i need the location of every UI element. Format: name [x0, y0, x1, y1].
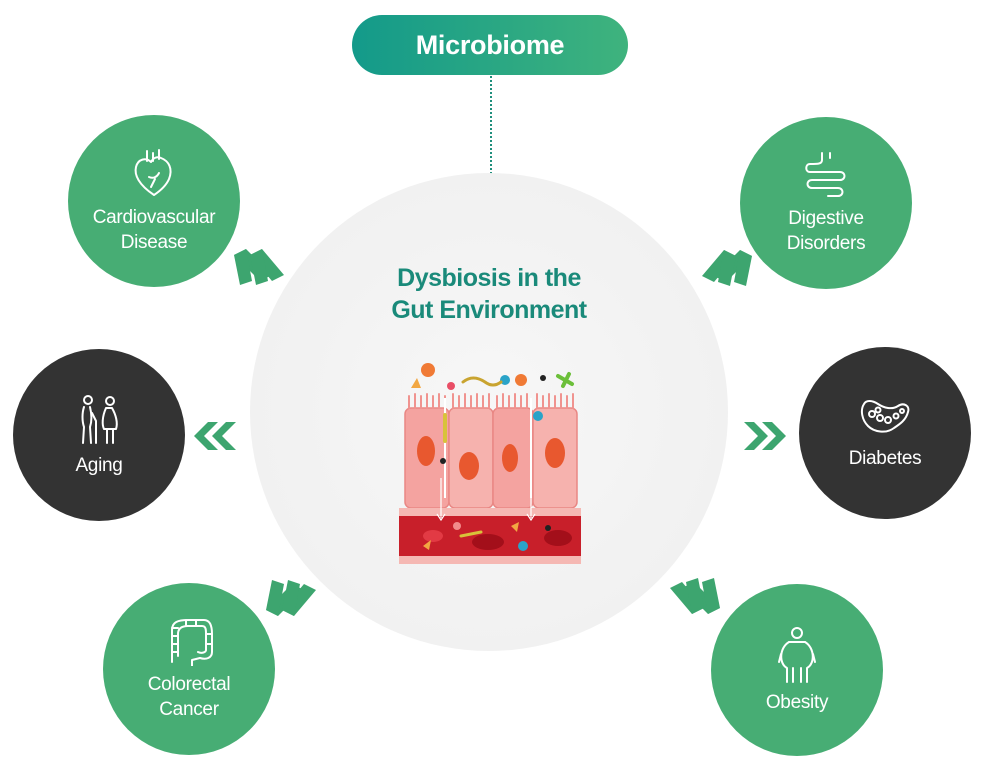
node-cardiovascular-disease: Cardiovascular Disease — [68, 115, 240, 287]
chevron-right-down-icon — [670, 578, 720, 614]
heart-icon — [134, 149, 172, 196]
center-title: Dysbiosis in the Gut Environment — [250, 262, 728, 326]
microbiome-title: Microbiome — [415, 29, 565, 60]
connector-line — [490, 76, 492, 174]
blood-vessel — [399, 478, 581, 564]
pancreas-icon — [860, 399, 910, 433]
microbiome-header: Microbiome — [352, 15, 628, 75]
epithelial-cells — [404, 393, 578, 518]
chevron-left-icon — [194, 422, 236, 450]
obese-person-icon — [778, 626, 816, 683]
center-title-line1: Dysbiosis in the — [397, 264, 581, 292]
center-title-line2: Gut Environment — [391, 296, 587, 324]
diabetes-label: Diabetes — [848, 447, 922, 469]
intestine-icon — [805, 152, 846, 197]
colorectal-label-line1: Colorectal — [147, 674, 231, 695]
digestive-label-line1: Digestive — [788, 208, 864, 229]
chevron-right-icon — [744, 422, 786, 450]
node-diabetes: Diabetes — [799, 347, 971, 519]
digestive-label-line2: Disorders — [786, 233, 866, 254]
node-obesity: Obesity — [711, 584, 883, 756]
cardiovascular-label-line1: Cardiovascular — [92, 207, 216, 228]
node-colorectal-cancer: Colorectal Cancer — [103, 583, 275, 755]
obesity-label: Obesity — [765, 691, 829, 713]
chevron-left-down-icon — [266, 580, 316, 616]
colorectal-label-line2: Cancer — [159, 699, 219, 720]
aging-label: Aging — [75, 454, 123, 476]
node-digestive-disorders: Digestive Disorders — [740, 117, 912, 289]
cardiovascular-label-line2: Disease — [120, 232, 188, 253]
node-aging: Aging — [13, 349, 185, 521]
gut-epithelium-illustration — [399, 363, 581, 564]
chevron-left-up-icon — [234, 249, 284, 285]
bacteria-particles — [411, 363, 574, 464]
elderly-couple-icon — [81, 394, 118, 444]
chevron-right-up-icon — [702, 250, 752, 286]
colon-icon — [171, 619, 213, 666]
